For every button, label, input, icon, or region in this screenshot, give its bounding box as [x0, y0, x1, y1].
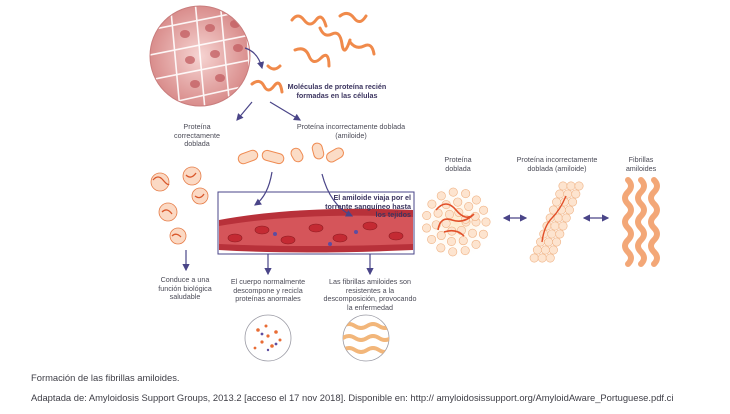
healthy-function-label: Conduce a una función biológica saludabl…	[158, 275, 212, 302]
misfolded-protein-pieces	[237, 142, 344, 165]
amyloid-fibrils-large	[622, 177, 660, 267]
cell-arrows	[236, 47, 302, 121]
protein-strands	[250, 11, 376, 94]
vessel-arrows	[182, 171, 374, 276]
bloodstream-label: El amiloide viaja por el torrente sanguí…	[325, 193, 411, 220]
body-recycles-label: El cuerpo normalmente descompone y recic…	[230, 277, 306, 304]
right-misfolded-label: Proteína incorrectamente doblada (amiloi…	[516, 155, 598, 173]
right-folded-label: Proteína doblada	[444, 155, 472, 173]
new-proteins-label: Moléculas de proteína recién formadas en…	[287, 82, 387, 100]
figure-source: Adaptada de: Amyloidosis Support Groups,…	[31, 392, 674, 403]
fibrils-resistant-label: Las fibrillas amiloides son resistentes …	[323, 277, 417, 312]
right-fibrils-label: Fibrillas amiloides	[625, 155, 657, 173]
degraded-proteins-circle	[244, 314, 292, 362]
figure-caption: Formación de las fibrillas amiloides.	[31, 372, 180, 383]
cell-sphere	[149, 5, 251, 107]
folded-protein-large	[416, 182, 496, 262]
misfolded-protein-large	[529, 181, 584, 263]
fibrils-circle	[342, 314, 390, 362]
blood-vessel	[217, 191, 415, 255]
correct-protein-label: Proteína correctamente doblada	[174, 122, 220, 149]
misfolded-protein-label: Proteína incorrectamente doblada (amiloi…	[296, 122, 406, 140]
folded-protein-clusters	[150, 166, 209, 245]
